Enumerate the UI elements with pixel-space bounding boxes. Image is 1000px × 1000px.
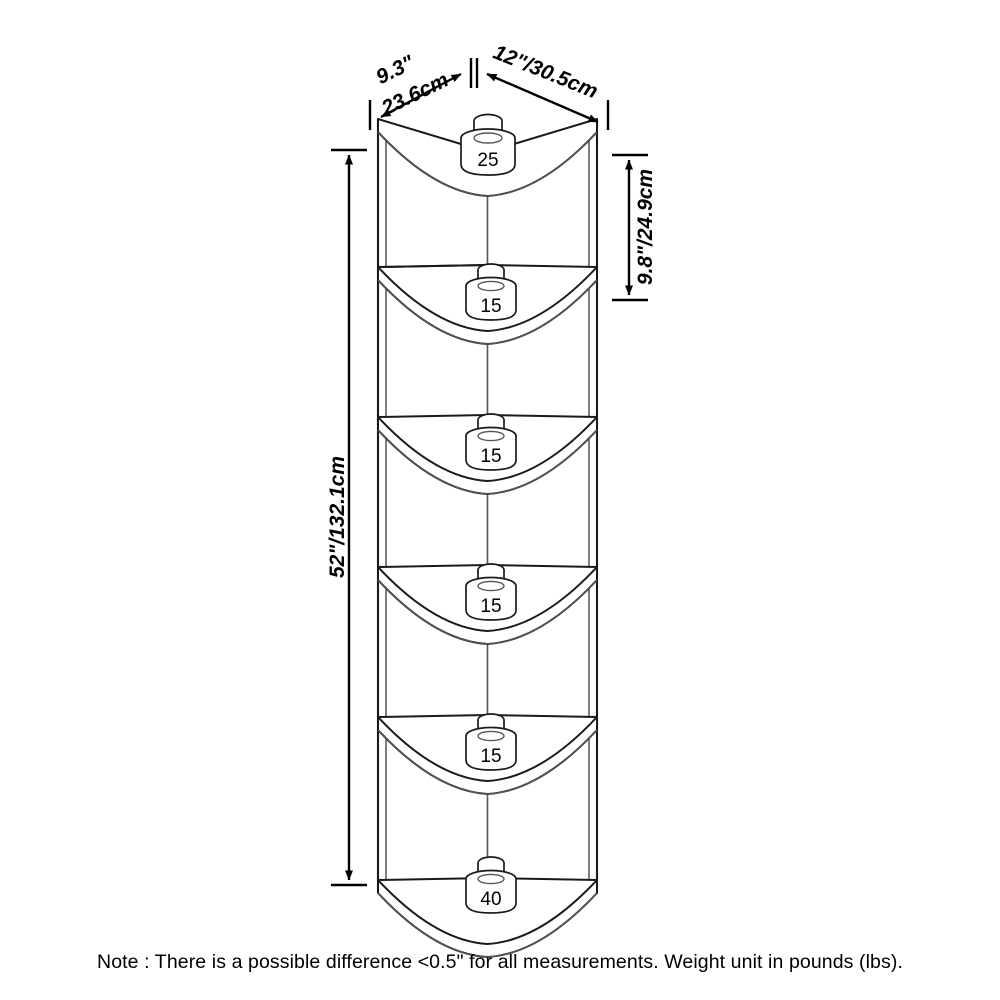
width-arrow-line <box>486 72 599 124</box>
depth-arrow-line <box>380 72 462 119</box>
weight-body <box>460 138 516 176</box>
weight-capacity-label-1: 25 <box>477 150 498 171</box>
weight-icon-shelf-5: 15 <box>465 713 517 771</box>
weight-body <box>465 879 517 914</box>
weight-capacity-label-2: 15 <box>480 296 501 317</box>
weight-icon-shelf-1: 25 <box>460 113 516 176</box>
dimension-width-right <box>475 58 610 130</box>
dimension-label-total-height: 52"/132.1cm <box>326 456 349 578</box>
weight-neck-ring <box>477 873 505 885</box>
weight-icon-shelf-2: 15 <box>465 263 517 321</box>
dimension-shelf-spacing <box>612 153 648 302</box>
weight-capacity-label-3: 15 <box>480 446 501 467</box>
weight-neck-ring <box>477 730 505 742</box>
weight-neck-ring <box>473 132 503 144</box>
weight-capacity-label-4: 15 <box>480 596 501 617</box>
weight-icon-shelf-4: 15 <box>465 563 517 621</box>
weight-neck-ring <box>477 280 505 292</box>
weight-body <box>465 736 517 771</box>
dimension-label-width: 12"/30.5cm <box>490 41 601 104</box>
weight-neck-ring <box>477 580 505 592</box>
weight-capacity-label-5: 15 <box>480 746 501 767</box>
weight-icon-shelf-3: 15 <box>465 413 517 471</box>
weight-neck-ring <box>477 430 505 442</box>
weight-body <box>465 436 517 471</box>
weight-body <box>465 286 517 321</box>
weight-capacity-label-6: 40 <box>480 889 501 910</box>
dimension-depth-left <box>368 58 473 130</box>
weight-body <box>465 586 517 621</box>
measurement-note: Note : There is a possible difference <0… <box>97 951 903 973</box>
dimension-total-height <box>331 148 367 887</box>
dimension-label-shelf-spacing: 9.8"/24.9cm <box>634 169 657 285</box>
weight-icon-shelf-6: 40 <box>465 856 517 914</box>
shelf-6-surface <box>377 877 598 958</box>
